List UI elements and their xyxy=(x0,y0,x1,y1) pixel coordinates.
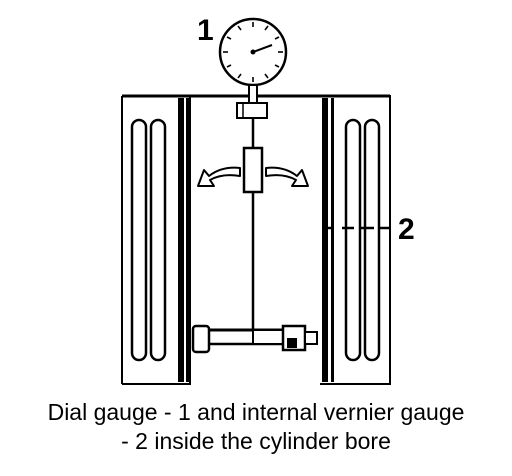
cylinder-wall-right xyxy=(320,95,391,385)
figure-caption-line-1: Dial gauge - 1 and internal vernier gaug… xyxy=(47,399,465,425)
rocking-arrow-right-icon xyxy=(265,166,309,187)
cylinder-wall-left xyxy=(121,95,191,385)
rocking-arrow-left-icon xyxy=(197,166,241,187)
figure-caption-line-2: - 2 inside the cylinder bore xyxy=(121,428,391,454)
internal-vernier-gauge xyxy=(191,118,318,354)
callout-2-label: 2 xyxy=(398,213,415,246)
dial-gauge xyxy=(218,17,288,119)
callout-1-label: 1 xyxy=(197,14,214,47)
